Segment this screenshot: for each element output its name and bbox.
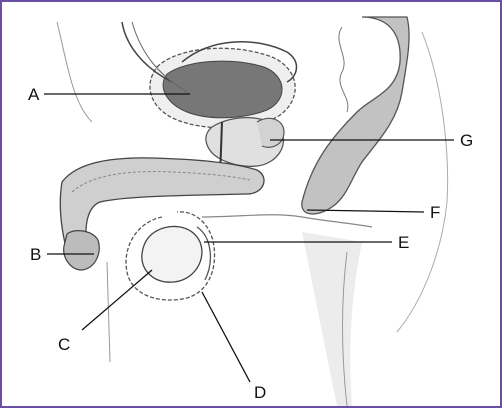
testis (142, 226, 202, 282)
label-c: C (58, 336, 70, 353)
label-e: E (398, 234, 409, 251)
label-d: D (254, 384, 266, 401)
label-g: G (460, 132, 473, 149)
rectum (302, 17, 409, 214)
glans (64, 231, 100, 270)
label-b: B (30, 246, 41, 263)
leader-line-d (202, 292, 250, 382)
leader-line-c (82, 270, 152, 330)
label-f: F (430, 204, 440, 221)
label-a: A (28, 86, 39, 103)
pelvic-bone-shade (302, 232, 362, 406)
rectum-wall (339, 27, 348, 112)
torso-outline (57, 22, 92, 122)
bladder-inner (163, 61, 282, 118)
perineum-outline (202, 215, 372, 227)
